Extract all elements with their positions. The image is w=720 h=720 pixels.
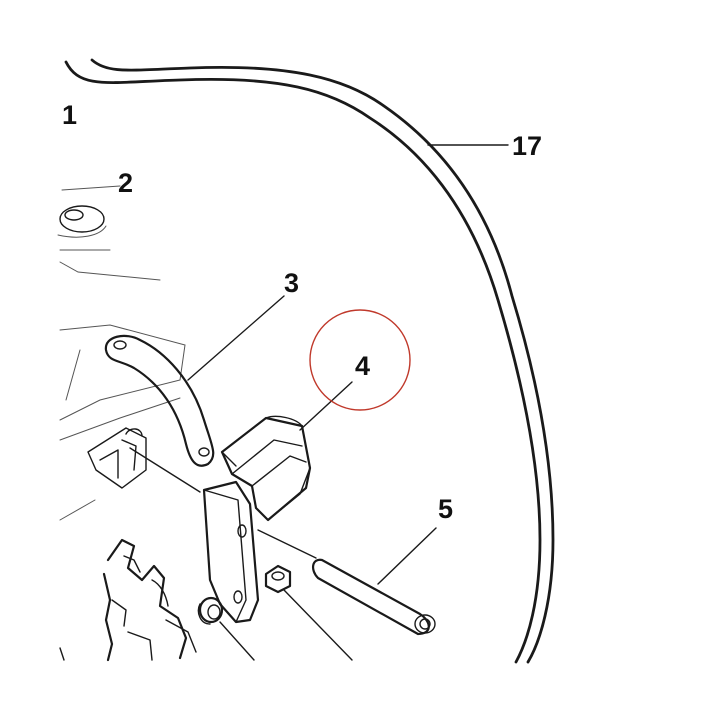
- body-outline: [59, 324, 186, 521]
- part-17-hose: [64, 58, 555, 664]
- leader-5: [377, 527, 437, 585]
- part-3-lever: [104, 334, 215, 467]
- nut-bolt: [264, 564, 353, 661]
- callout-17: 17: [512, 131, 542, 161]
- callout-4: 4: [355, 351, 370, 381]
- callout-1: 1: [62, 100, 77, 130]
- highlight-circle: [309, 309, 411, 411]
- linkage-bracket: [59, 538, 197, 662]
- mounting-plate: [202, 480, 317, 624]
- part-5-pin: [312, 558, 436, 636]
- spring-coil: [197, 596, 255, 661]
- callout-3: 3: [284, 268, 299, 298]
- leader-4: [299, 381, 353, 431]
- leader-lines: [187, 144, 509, 585]
- part-4-block: [220, 415, 312, 522]
- part-2-plate: [57, 185, 161, 281]
- leader-3: [187, 295, 285, 381]
- callout-5: 5: [438, 494, 453, 524]
- clip-bracket: [87, 427, 201, 493]
- callout-2: 2: [118, 168, 133, 198]
